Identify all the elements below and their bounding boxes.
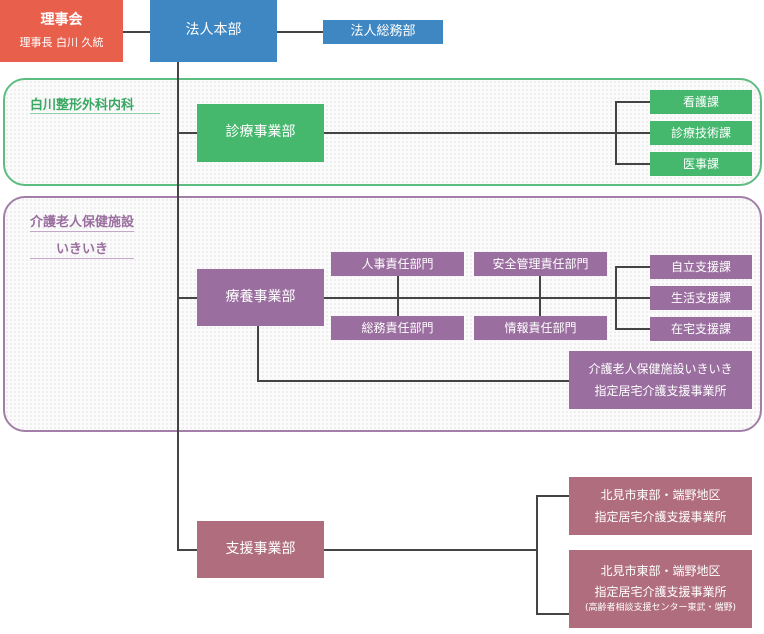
clinic-bracket-mid [615, 132, 650, 134]
info-responsibility-box: 情報責任部門 [474, 316, 607, 340]
clinic-sections-connector [324, 132, 616, 134]
hr-admin-connector [397, 274, 399, 318]
home-support-box: 在宅支援課 [650, 317, 752, 341]
main-trunk-line [177, 62, 179, 551]
general-affairs-box: 法人総務部 [323, 20, 443, 44]
hq-general-connector [277, 31, 323, 33]
care-region-label-1: 介護老人保健施設 [30, 215, 135, 230]
support-office-b-box: 北見市東部・端野地区 指定居宅介護支援事業所 (高齢者相談支援センター東武・端野… [569, 550, 752, 628]
trunk-clinic-connector [177, 132, 197, 134]
admin-responsibility-label: 総務責任部門 [361, 320, 434, 335]
support-offices-bracket [536, 495, 538, 615]
support-office-a-line-1: 北見市東部・端野地区 [600, 487, 721, 502]
support-division-box: 支援事業部 [197, 521, 324, 578]
nursing-section-label: 看護課 [682, 94, 719, 109]
info-responsibility-label: 情報責任部門 [504, 320, 577, 335]
clinic-bracket-top [615, 101, 650, 103]
care-label-underline-1 [30, 231, 134, 232]
nursing-section-box: 看護課 [650, 90, 752, 114]
clinic-label-underline [30, 113, 160, 114]
hr-responsibility-box: 人事責任部門 [331, 252, 464, 276]
clinic-bracket-bottom [615, 163, 650, 165]
board-title: 理事会 [40, 12, 83, 29]
care-label-underline-2 [30, 258, 134, 259]
clinic-region-label: 白川整形外科内科 [30, 98, 135, 113]
safety-info-connector [539, 274, 541, 318]
care-bracket-top [615, 266, 650, 268]
admin-responsibility-box: 総務責任部門 [331, 316, 464, 340]
care-division-box: 療養事業部 [197, 269, 324, 326]
clinic-division-box: 診療事業部 [197, 104, 324, 162]
medical-affairs-section-label: 医事課 [682, 156, 719, 171]
hr-responsibility-label: 人事責任部門 [361, 256, 434, 271]
support-office-b-line-2: 指定居宅介護支援事業所 [594, 584, 727, 599]
care-bracket-mid [615, 297, 650, 299]
care-bracket-bottom [615, 328, 650, 330]
support-office-b-line-1: 北見市東部・端野地区 [600, 563, 721, 578]
independence-support-label: 自立支援課 [670, 259, 731, 274]
care-office-line-2: 指定居宅介護支援事業所 [594, 383, 727, 398]
care-office-connector [257, 380, 569, 382]
care-office-line-1: 介護老人保健施設いきいき [588, 361, 733, 376]
safety-responsibility-label: 安全管理責任部門 [492, 256, 589, 271]
support-office-a-line-2: 指定居宅介護支援事業所 [594, 509, 727, 524]
care-region-label-2: いきいき [55, 242, 108, 257]
care-office-box: 介護老人保健施設いきいき 指定居宅介護支援事業所 [569, 351, 752, 409]
support-bracket-top [536, 495, 569, 497]
care-office-drop [257, 325, 259, 382]
trunk-support-connector [177, 549, 197, 551]
board-hq-connector [123, 31, 150, 33]
support-offices-connector [324, 549, 537, 551]
board-subtitle: 理事長 白川 久統 [19, 35, 104, 49]
home-support-label: 在宅支援課 [670, 321, 731, 336]
hq-box: 法人本部 [150, 0, 277, 62]
support-office-b-line-3: (高齢者相談支援センター東武・端野) [584, 602, 737, 613]
support-office-a-box: 北見市東部・端野地区 指定居宅介護支援事業所 [569, 477, 752, 535]
care-division-title: 療養事業部 [225, 288, 296, 305]
board-box: 理事会 理事長 白川 久統 [0, 0, 123, 62]
clinic-division-title: 診療事業部 [225, 124, 296, 141]
medical-tech-section-box: 診療技術課 [650, 121, 752, 145]
independence-support-box: 自立支援課 [650, 255, 752, 279]
general-affairs-title: 法人総務部 [350, 23, 416, 39]
safety-responsibility-box: 安全管理責任部門 [474, 252, 607, 276]
hq-title: 法人本部 [185, 22, 242, 39]
trunk-care-connector [177, 297, 197, 299]
care-sections-connector [324, 297, 616, 299]
medical-affairs-section-box: 医事課 [650, 152, 752, 176]
life-support-label: 生活支援課 [670, 290, 731, 305]
medical-tech-section-label: 診療技術課 [670, 125, 731, 140]
support-bracket-bottom [536, 613, 569, 615]
support-division-title: 支援事業部 [225, 540, 296, 557]
life-support-box: 生活支援課 [650, 286, 752, 310]
